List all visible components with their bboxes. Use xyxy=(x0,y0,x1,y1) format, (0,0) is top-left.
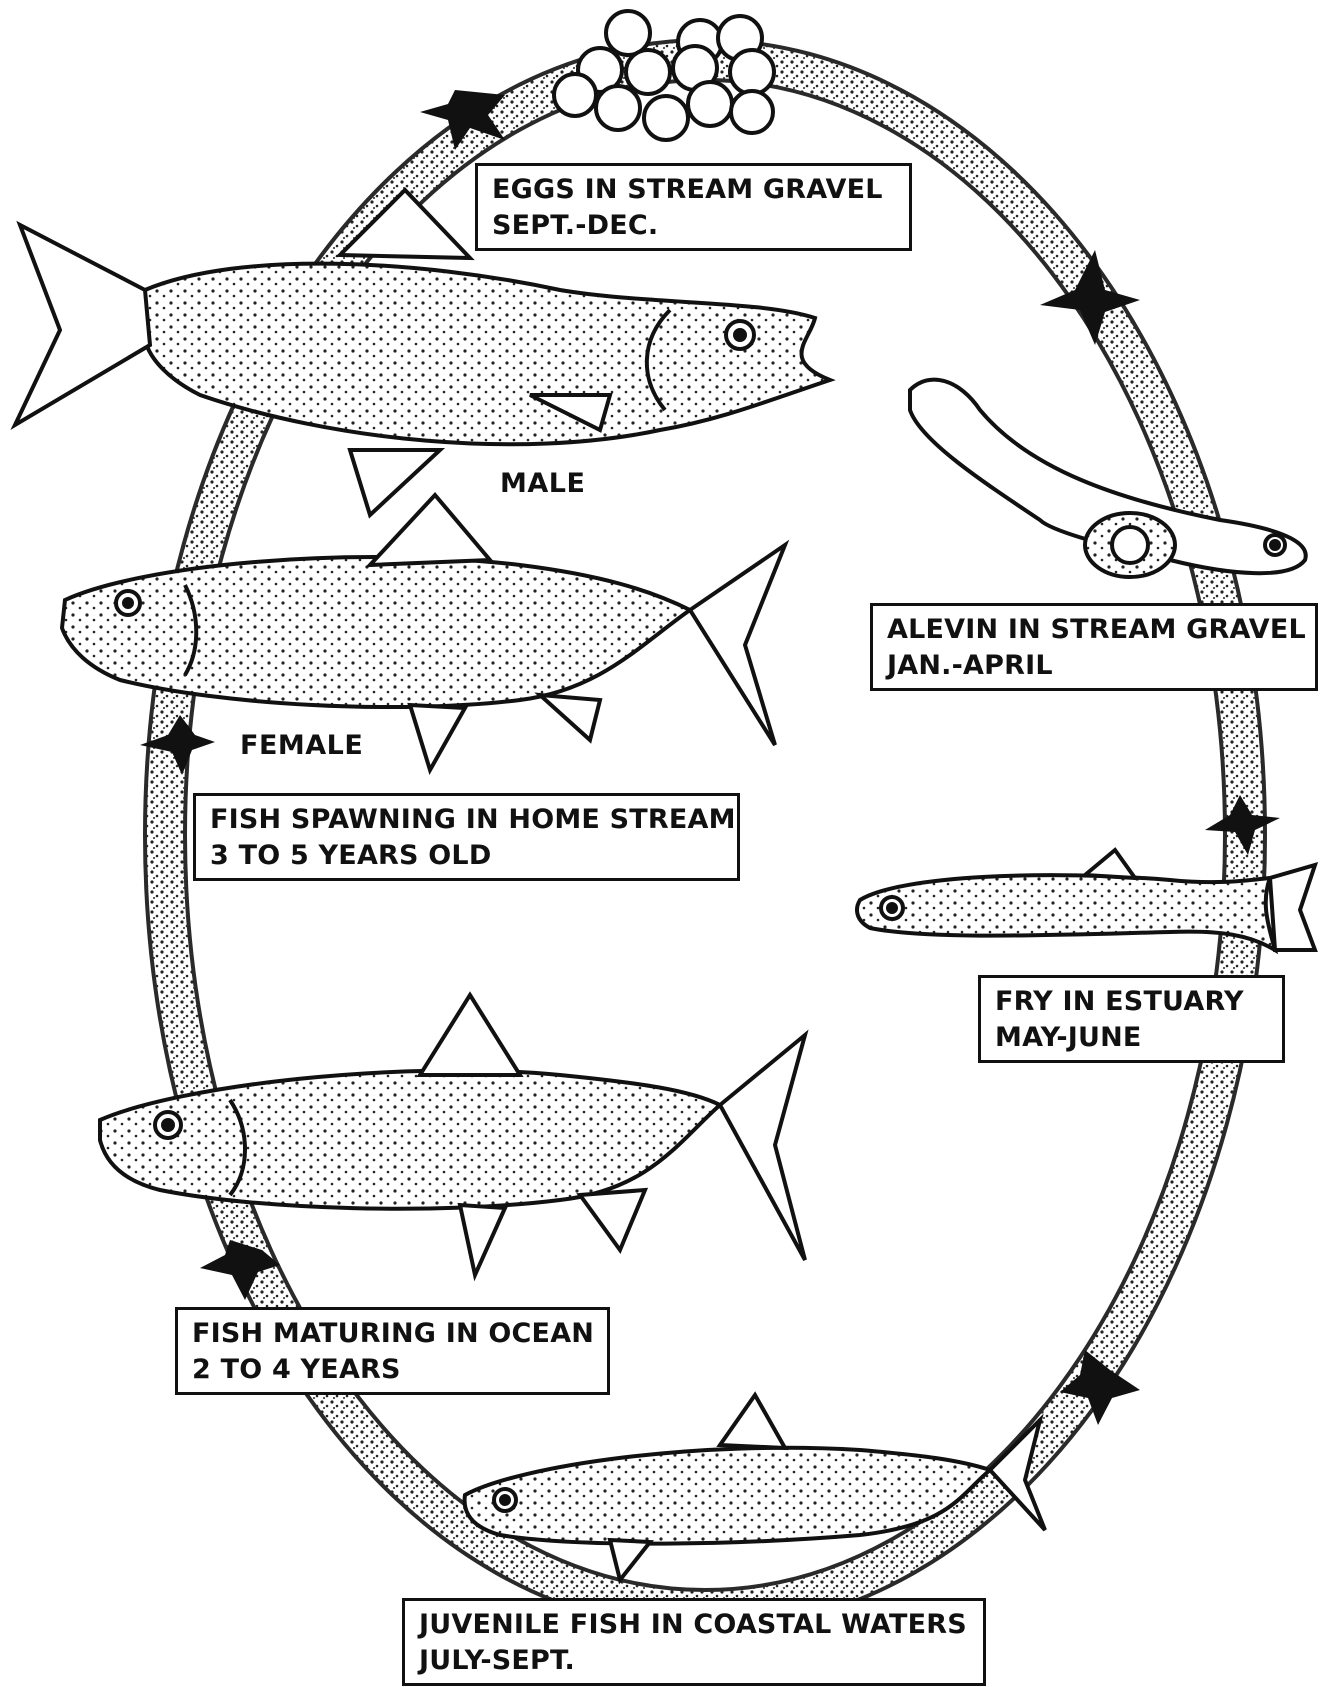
male-label: MALE xyxy=(500,468,585,499)
stage-juvenile-period: JULY-SEPT. xyxy=(419,1643,971,1679)
stage-fry-period: MAY-JUNE xyxy=(995,1020,1270,1056)
stage-spawning-title: FISH SPAWNING IN HOME STREAM xyxy=(210,802,725,838)
stage-ocean-title: FISH MATURING IN OCEAN xyxy=(192,1316,595,1352)
stage-label-eggs: EGGS IN STREAM GRAVEL SEPT.-DEC. xyxy=(475,163,912,251)
stage-juvenile-title: JUVENILE FISH IN COASTAL WATERS xyxy=(419,1607,971,1643)
juvenile-salmon-illustration xyxy=(465,1395,1045,1580)
stage-label-fry: FRY IN ESTUARY MAY-JUNE xyxy=(978,975,1285,1063)
stage-fry-title: FRY IN ESTUARY xyxy=(995,984,1270,1020)
stage-eggs-title: EGGS IN STREAM GRAVEL xyxy=(492,172,897,208)
stage-eggs-period: SEPT.-DEC. xyxy=(492,208,897,244)
stage-alevin-title: ALEVIN IN STREAM GRAVEL xyxy=(887,612,1303,648)
alevin-illustration xyxy=(910,380,1306,577)
eggs-illustration xyxy=(554,11,774,140)
stage-ocean-period: 2 TO 4 YEARS xyxy=(192,1352,595,1388)
stage-label-juvenile: JUVENILE FISH IN COASTAL WATERS JULY-SEP… xyxy=(402,1598,986,1686)
stage-label-alevin: ALEVIN IN STREAM GRAVEL JAN.-APRIL xyxy=(870,603,1318,691)
stage-label-spawning: FISH SPAWNING IN HOME STREAM 3 TO 5 YEAR… xyxy=(193,793,740,881)
female-label: FEMALE xyxy=(240,730,363,761)
stage-label-ocean: FISH MATURING IN OCEAN 2 TO 4 YEARS xyxy=(175,1307,610,1395)
stage-alevin-period: JAN.-APRIL xyxy=(887,648,1303,684)
stage-spawning-period: 3 TO 5 YEARS OLD xyxy=(210,838,725,874)
